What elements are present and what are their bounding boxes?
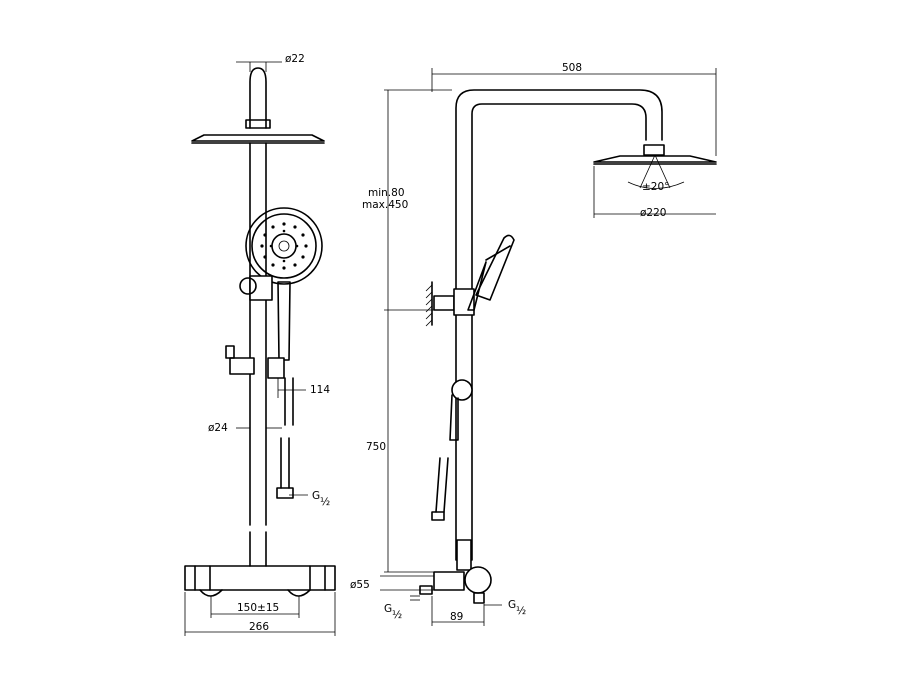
label-thread-side-left: G ½ xyxy=(384,603,402,621)
spray-nozzles xyxy=(260,222,308,270)
svg-text:G: G xyxy=(312,490,320,502)
side-view xyxy=(419,89,717,604)
svg-text:½: ½ xyxy=(320,496,330,508)
label-thread-front: G ½ xyxy=(312,490,330,508)
label-max: max.450 xyxy=(362,199,408,211)
label-d220: ø220 xyxy=(640,207,666,219)
svg-text:½: ½ xyxy=(392,609,402,621)
label-d55: ø55 xyxy=(350,579,370,591)
label-89: 89 xyxy=(450,611,463,623)
label-508: 508 xyxy=(562,62,582,74)
label-266: 266 xyxy=(249,621,269,633)
label-750: 750 xyxy=(366,441,386,453)
wall-bracket xyxy=(425,281,475,327)
label-d24: ø24 xyxy=(208,422,228,434)
dimension-labels: ø22 508 min.80 max.450 ±20° ø220 114 ø24… xyxy=(208,53,669,633)
label-114: 114 xyxy=(310,384,330,396)
svg-text:G: G xyxy=(384,603,392,615)
label-thread-side-right: G ½ xyxy=(508,599,526,617)
label-min: min.80 xyxy=(368,187,405,199)
svg-text:½: ½ xyxy=(516,605,526,617)
svg-text:G: G xyxy=(508,599,516,611)
label-spacing: 150±15 xyxy=(237,602,279,614)
label-d22: ø22 xyxy=(285,53,305,65)
front-view xyxy=(184,67,336,597)
dimension-lines xyxy=(184,61,717,636)
label-angle: ±20° xyxy=(642,181,669,193)
